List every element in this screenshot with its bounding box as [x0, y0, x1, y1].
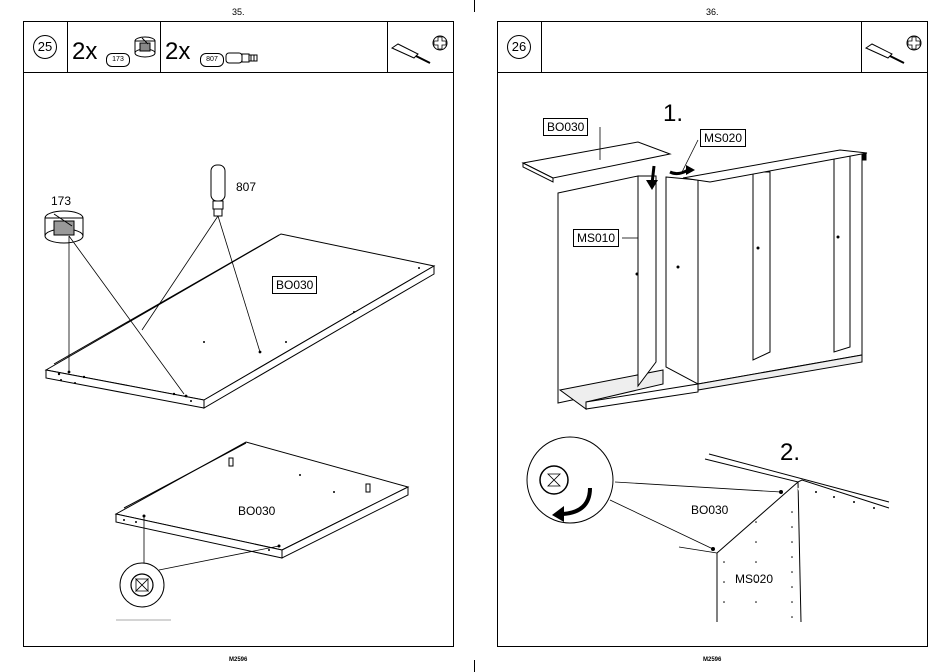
- detail-corner: [679, 454, 889, 622]
- label-part-807: 807: [236, 180, 256, 194]
- lower-panel-top-face: [116, 442, 408, 550]
- footer-code-right: M2596: [703, 657, 721, 663]
- cut-mark-bottom: [474, 660, 475, 672]
- label-detail-bo030: BO030: [691, 503, 728, 517]
- step-2-marker: 2.: [780, 439, 800, 467]
- page-number-left: 35.: [232, 7, 245, 17]
- label-panel-bo030: BO030: [543, 118, 588, 136]
- step-1-marker: 1.: [663, 100, 683, 128]
- instruction-page-left: 25 2x 173 2x 807: [23, 21, 454, 647]
- label-part-173: 173: [51, 194, 71, 208]
- page-number-right: 36.: [706, 7, 719, 17]
- footer-code-left: M2596: [229, 657, 247, 663]
- cam-lock-rotation-callout: [527, 437, 613, 523]
- lock-detail-callout: [120, 563, 164, 607]
- instruction-page-right: 26: [497, 21, 928, 647]
- label-panel-bo030-top: BO030: [272, 276, 317, 294]
- label-panel-bo030-bottom: BO030: [238, 504, 275, 518]
- hole-pattern: [723, 511, 793, 618]
- assembly-drawing-right: [498, 22, 929, 648]
- cut-mark-top: [474, 0, 475, 12]
- wardrobe-frame: [558, 153, 862, 409]
- label-side-ms010: MS010: [573, 229, 619, 247]
- panel-top-face: [46, 234, 434, 400]
- label-side-ms020: MS020: [700, 129, 746, 147]
- label-detail-ms020: MS020: [735, 572, 773, 586]
- assembly-drawing-left: [24, 22, 455, 648]
